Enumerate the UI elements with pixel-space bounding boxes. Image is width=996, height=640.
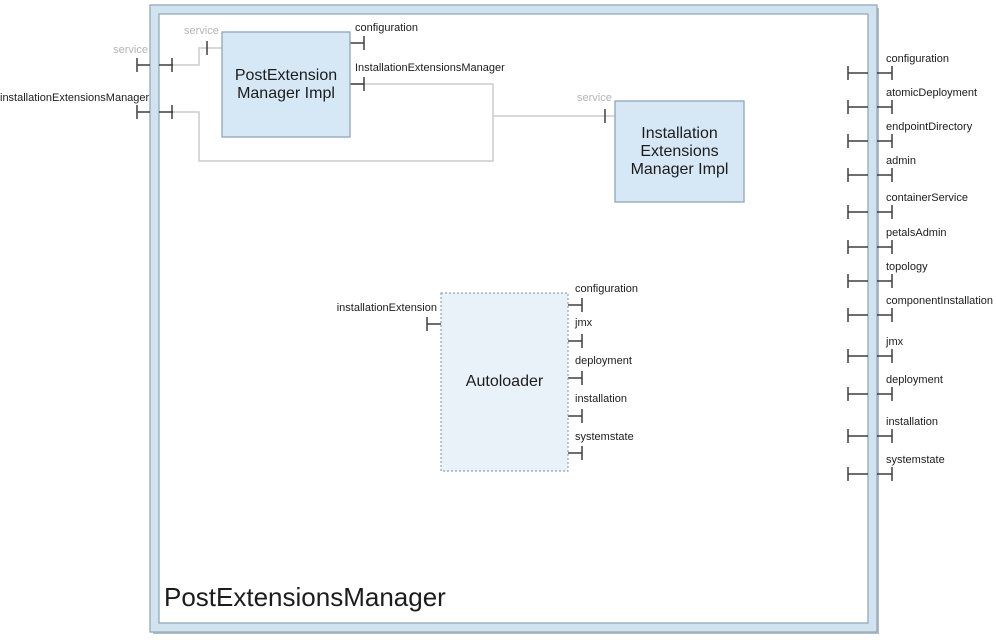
port-label-autoloader-jmx: jmx: [575, 317, 593, 329]
frame-port-label-admin: admin: [886, 155, 916, 167]
port-icon-autoloader-configuration: [568, 298, 583, 312]
frame-port-icon-configuration: [847, 66, 893, 80]
port-icon-autoloader-installation: [568, 409, 583, 423]
frame-port-label-jmx: jmx: [886, 336, 904, 348]
wire-iemanager-bus: [173, 83, 494, 162]
frame-port-icon-componentinstallation: [847, 308, 893, 322]
port-label-autoloader-deployment: deployment: [575, 355, 632, 367]
frame-port-icon-systemstate: [847, 467, 893, 481]
frame-port-label-atomicdeployment: atomicDeployment: [886, 87, 978, 99]
frame-port-label-installationextensionsmanager: installationExtensionsManager: [0, 92, 150, 104]
frame-port-label-service: service: [113, 44, 148, 56]
component-box-postextensionmanagerimpl: [221, 31, 351, 138]
port-icon-autoloader-installationextension: [426, 317, 441, 331]
frame-port-label-endpointdirectory: endpointDirectory: [886, 121, 973, 133]
port-label-pem-installationextensionsmanager: InstallationExtensionsManager: [355, 62, 505, 74]
frame-port-label-topology: topology: [886, 261, 928, 273]
port-icon-autoloader-jmx: [568, 334, 583, 348]
port-label-autoloader-configuration: configuration: [575, 283, 638, 295]
frame-port-label-configuration: configuration: [886, 53, 949, 65]
frame-port-icon-installationextensionsmanager: [136, 105, 173, 119]
port-icon-pem-configuration: [350, 36, 365, 50]
frame-port-icon-admin: [847, 168, 893, 182]
frame-port-label-installation: installation: [886, 416, 938, 428]
component-name-installationextensionsmanagerimpl: Installation Extensions Manager Impl: [630, 124, 729, 178]
port-icon-autoloader-deployment: [568, 371, 583, 385]
frame-port-icon-service: [136, 58, 173, 72]
frame-port-label-deployment: deployment: [886, 374, 943, 386]
frame-port-label-componentinstallation: componentInstallation: [886, 295, 994, 307]
port-markers: [136, 36, 893, 481]
port-label-autoloader-installationextension: installationExtension: [336, 302, 437, 314]
composite-title: PostExtensionsManager: [164, 582, 446, 612]
frame-port-icon-installation: [847, 429, 893, 443]
component-box-autoloader: [440, 292, 569, 472]
port-icon-autoloader-systemstate: [568, 446, 583, 460]
frame-port-icon-petalsadmin: [847, 240, 893, 254]
wire-service-to-pem: [173, 47, 222, 66]
component-name-postextensionmanagerimpl: PostExtension Manager Impl: [234, 66, 338, 102]
component-box-installationextensionsmanagerimpl: [614, 100, 745, 203]
frame-port-icon-atomicdeployment: [847, 100, 893, 114]
frame-port-icon-jmx: [847, 349, 893, 363]
port-label-iem-service: service: [577, 92, 612, 104]
frame-port-label-systemstate: systemstate: [886, 454, 945, 466]
frame-port-icon-deployment: [847, 387, 893, 401]
port-icon-pem-installationextensionsmanager: [350, 77, 365, 91]
port-label-pem-service: service: [184, 25, 219, 37]
frame-port-icon-topology: [847, 274, 893, 288]
wires: [173, 47, 615, 162]
frame-port-icon-containerservice: [847, 205, 893, 219]
component-name-autoloader: Autoloader: [465, 373, 544, 390]
frame-port-label-petalsadmin: petalsAdmin: [886, 227, 947, 239]
frame-port-label-containerservice: containerService: [886, 192, 968, 204]
port-label-autoloader-installation: installation: [575, 393, 627, 405]
port-label-autoloader-systemstate: systemstate: [575, 431, 634, 443]
port-label-pem-configuration: configuration: [355, 22, 418, 34]
frame-port-icon-endpointdirectory: [847, 134, 893, 148]
